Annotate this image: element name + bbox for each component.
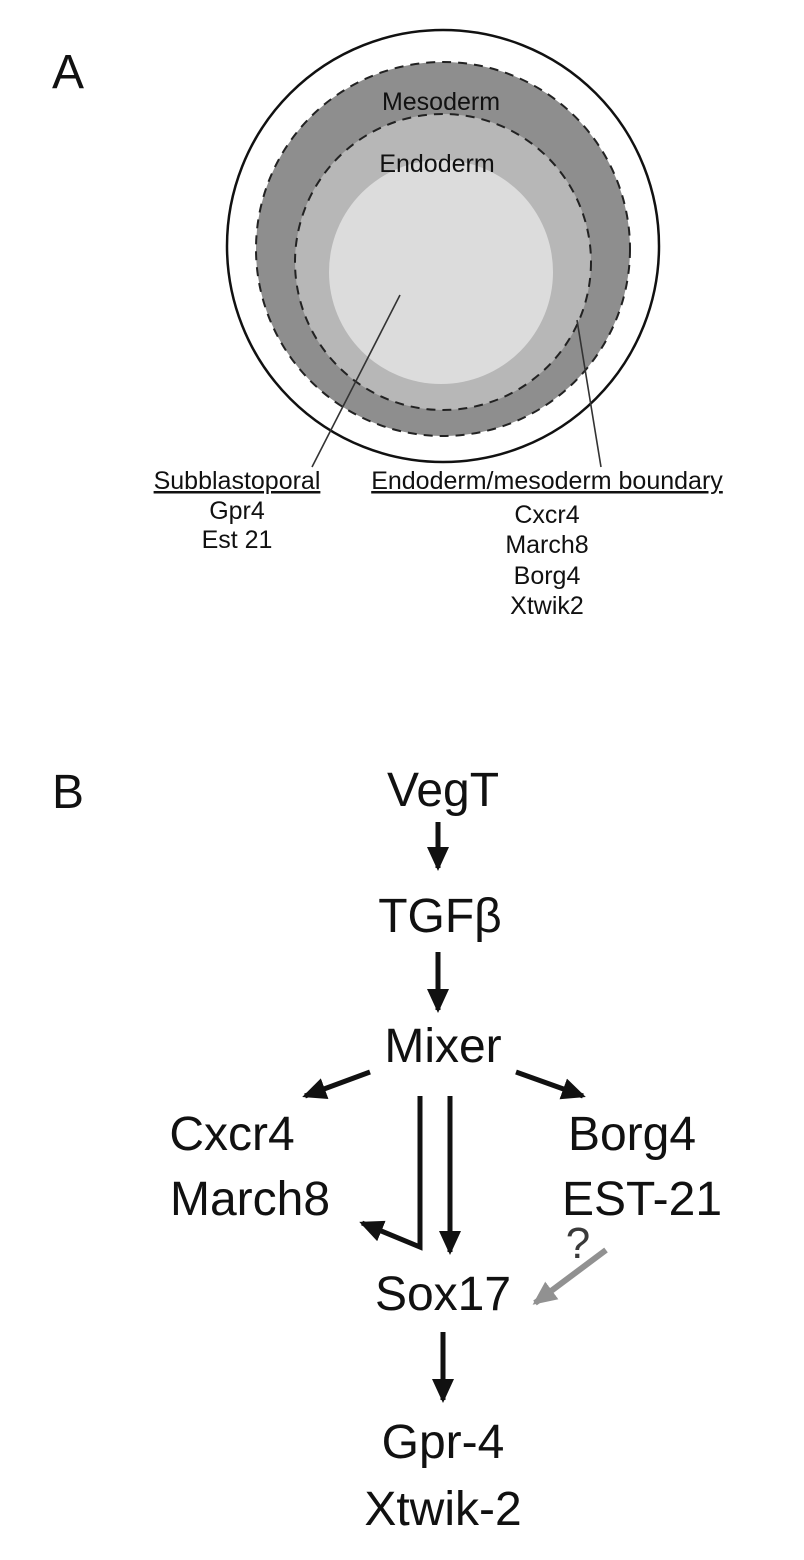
node-sox17: Sox17 xyxy=(375,1268,511,1321)
node-est21: EST-21 xyxy=(562,1173,722,1226)
node-xtwik2: Xtwik-2 xyxy=(364,1483,521,1536)
mixer-borg4-arrow xyxy=(515,1069,586,1100)
gene-borg4-a: Borg4 xyxy=(514,562,581,590)
subblastoporal-group-title: Subblastoporal xyxy=(154,467,321,495)
endoderm-ring-label: Endoderm xyxy=(379,150,494,178)
gene-cxcr4-a: Cxcr4 xyxy=(514,501,579,529)
mesoderm-ring-label: Mesoderm xyxy=(382,88,500,116)
uncertain-question-mark: ? xyxy=(566,1219,590,1268)
node-cxcr4: Cxcr4 xyxy=(169,1108,294,1161)
gene-gpr4-a: Gpr4 xyxy=(209,497,265,525)
subblastoporal-pointer-line xyxy=(311,294,401,468)
node-mixer: Mixer xyxy=(384,1020,501,1073)
panel-b-label: B xyxy=(52,766,84,819)
gene-est21-a: Est 21 xyxy=(202,526,273,554)
gene-xtwik2-a: Xtwik2 xyxy=(510,592,584,620)
gene-march8-a: March8 xyxy=(505,531,588,559)
boundary-group-title: Endoderm/mesoderm boundary xyxy=(371,467,723,495)
mixer-march8-arrow xyxy=(359,1096,423,1251)
node-vegt: VegT xyxy=(387,764,499,817)
panel-a-label: A xyxy=(52,46,84,99)
node-gpr4: Gpr-4 xyxy=(382,1416,505,1469)
node-march8: March8 xyxy=(170,1173,330,1226)
borg4-sox17-uncertain-arrow xyxy=(532,1247,608,1306)
node-tgfb: TGFβ xyxy=(378,890,502,943)
subblastoporal-region-circle xyxy=(329,160,553,384)
node-borg4: Borg4 xyxy=(568,1108,696,1161)
mixer-cxcr4-arrow xyxy=(302,1069,371,1100)
boundary-pointer-line xyxy=(576,319,602,468)
